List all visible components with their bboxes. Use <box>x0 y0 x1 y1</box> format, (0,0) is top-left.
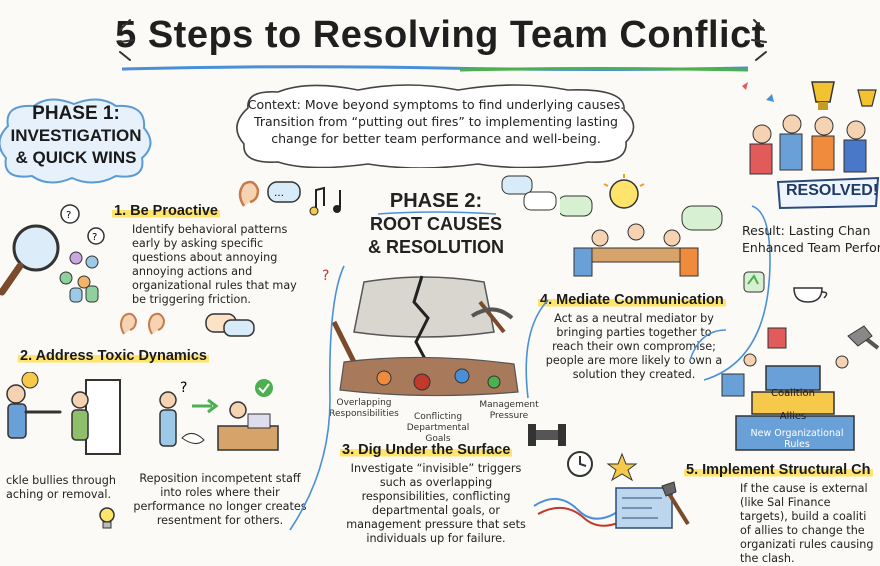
svg-text:?: ? <box>66 210 71 221</box>
resolved-text: RESOLVED! <box>786 182 879 199</box>
thumbsup-coffee-icons <box>743 271 828 303</box>
step2-body-b: Reposition incompetent staff into roles … <box>133 472 307 527</box>
svg-text:?: ? <box>322 268 329 284</box>
svg-text:?: ? <box>92 232 97 243</box>
speech-bubbles-icon <box>501 175 557 211</box>
step5-body: If the cause is external (like Sal Finan… <box>740 482 874 565</box>
step4-body: Act as a neutral mediator by bringing pa… <box>545 312 723 381</box>
ears-speech-icons <box>120 312 255 337</box>
celebration-team-illustration <box>742 81 877 175</box>
lightbulb-icon-small <box>99 507 115 529</box>
phase1-line3: & QUICK WINS <box>15 148 137 167</box>
step1-body: Identify behavioral patterns early by as… <box>132 223 297 306</box>
phase2-line3: & RESOLUTION <box>367 237 504 257</box>
step2-title: 2. Address Toxic Dynamics <box>18 348 209 364</box>
step3-title-text: 3. Dig Under the Surface <box>340 442 513 458</box>
repositioned-staff-illustration: ? <box>159 379 279 451</box>
step1-title-text: 1. Be Proactive <box>112 203 220 219</box>
page-title: 5 Steps to Resolving Team Conflict <box>115 14 765 56</box>
dig-surface-illustration: ? <box>322 268 519 397</box>
result-line1: Result: Lasting Chan <box>742 223 871 238</box>
block-rules: New Organizational Rules <box>750 428 844 450</box>
step1-title: 1. Be Proactive <box>112 203 220 219</box>
step2-body-a: ckle bullies through aching or removal. <box>6 474 116 501</box>
spark-icon-right <box>751 19 767 61</box>
tools-decor-icons <box>528 424 639 527</box>
phase1-heading: PHASE 1: INVESTIGATION & QUICK WINS <box>0 103 156 169</box>
phase2-line2: ROOT CAUSES <box>369 214 502 234</box>
result-line2: Enhanced Team Perfor <box>742 240 880 255</box>
coalition-blocks-illustration <box>721 325 880 451</box>
resolved-banner <box>776 176 880 210</box>
phase2-line1: PHASE 2: <box>389 190 483 212</box>
step3-title: 3. Dig Under the Surface <box>340 442 513 458</box>
svg-text:…: … <box>274 188 284 199</box>
block-allies: Allies <box>779 411 807 422</box>
title-underline <box>121 65 749 72</box>
context-text: Context: Move beyond symptoms to find un… <box>247 97 625 146</box>
context-cloud <box>236 84 635 168</box>
label-overlapping: Overlapping Responsibilities <box>329 398 399 419</box>
label-pressure: Management Pressure <box>479 400 539 421</box>
step5-title: 5. Implement Structural Ch <box>684 462 873 478</box>
step4-title: 4. Mediate Communication <box>538 292 726 308</box>
magnifier-icon: ? ? <box>0 204 105 303</box>
step5-title-text: 5. Implement Structural Ch <box>684 462 873 478</box>
step3-body: Investigate “invisible” triggers such as… <box>346 462 526 545</box>
phase1-line1: PHASE 1: <box>32 103 120 124</box>
spark-icon-left <box>119 19 135 61</box>
blueprint-hammer-icon <box>615 481 690 529</box>
phase1-cloud <box>0 98 152 184</box>
svg-text:?: ? <box>180 380 187 396</box>
step2-title-text: 2. Address Toxic Dynamics <box>18 348 209 364</box>
ear-speech-icon: … <box>238 180 301 207</box>
phase1-line2: INVESTIGATION <box>10 126 142 145</box>
phase2-heading: PHASE 2: ROOT CAUSES & RESOLUTION <box>356 190 516 259</box>
result-text: Result: Lasting Chan Enhanced Team Perfo… <box>742 222 880 256</box>
block-coalition: Coalition <box>771 388 815 399</box>
label-conflicting: Conflicting Departmental Goals <box>406 412 470 444</box>
music-notes-icon <box>309 186 341 216</box>
mediation-table-illustration <box>560 174 723 277</box>
bully-scene-illustration <box>6 372 121 455</box>
phase2-underline <box>377 211 497 215</box>
step4-title-text: 4. Mediate Communication <box>538 292 726 308</box>
